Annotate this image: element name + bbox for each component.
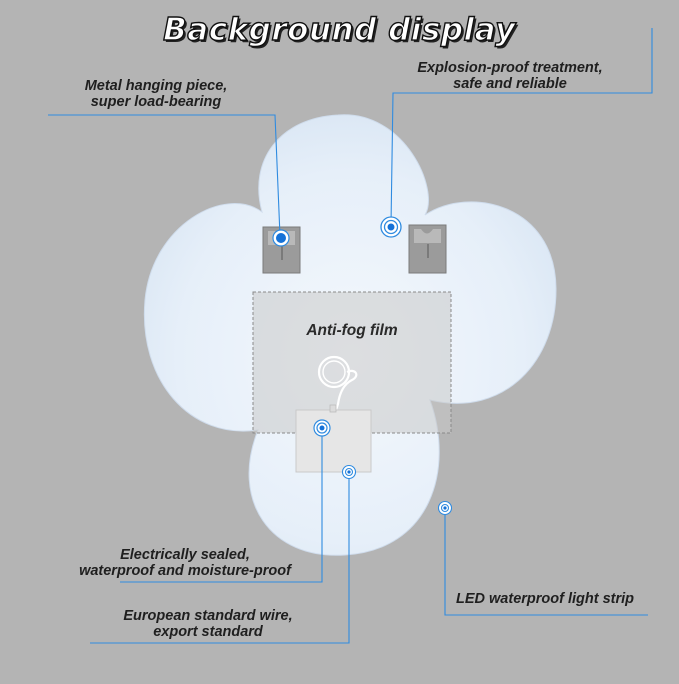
anti-fog-film-label: Anti-fog film [306, 322, 398, 339]
callout-metal-hanging: Metal hanging piece, super load-bearing [56, 78, 256, 110]
callout-line: LED waterproof light strip [456, 591, 635, 607]
callout-line: Explosion-proof treatment, [417, 60, 603, 76]
callout-line: export standard [153, 624, 263, 640]
marker-electrically-sealed [313, 419, 331, 437]
callout-line: European standard wire, [123, 608, 293, 624]
callout-line: safe and reliable [453, 76, 567, 92]
callout-line: Electrically sealed, [120, 547, 250, 563]
callout-line: super load-bearing [90, 94, 222, 110]
marker-explosion-proof [380, 216, 402, 238]
marker-european-wire [341, 464, 357, 480]
cable-coil [317, 355, 358, 411]
page-title: Background display [162, 11, 516, 48]
callout-electrically-sealed: Electrically sealed, waterproof and mois… [50, 547, 320, 579]
callout-line: waterproof and moisture-proof [79, 563, 291, 579]
marker-led-strip [437, 500, 453, 516]
leader-lines [48, 28, 653, 644]
metal-hanging-piece-right [408, 224, 447, 274]
callout-led-strip: LED waterproof light strip [456, 591, 676, 607]
callout-line: Metal hanging piece, [84, 78, 228, 94]
marker-metal-hanging [272, 229, 290, 247]
driver-box [295, 404, 372, 473]
callout-explosion-proof: Explosion-proof treatment, safe and reli… [395, 60, 625, 92]
callout-european-wire: European standard wire, export standard [108, 608, 308, 640]
